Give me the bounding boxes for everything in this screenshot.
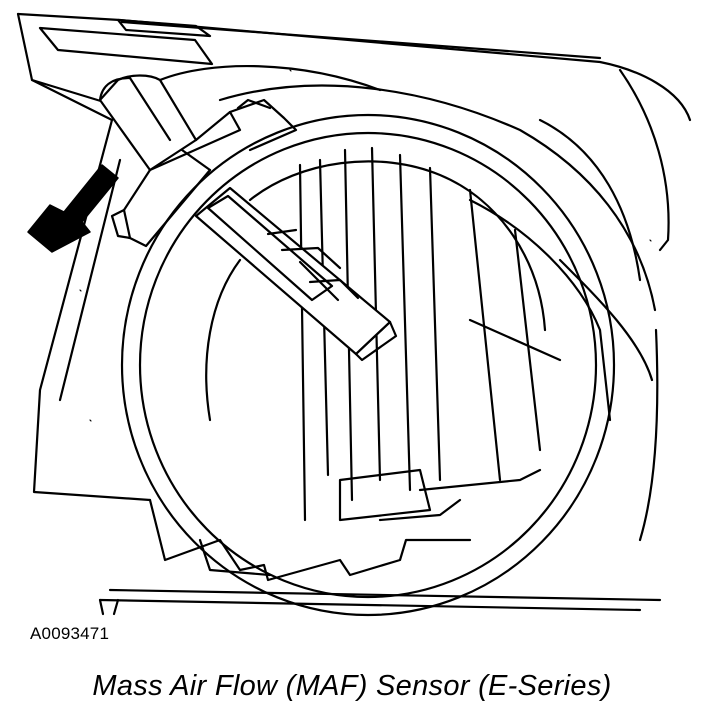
air-cleaner-housing bbox=[18, 14, 690, 540]
figure-id-label: A0093471 bbox=[30, 624, 110, 643]
figure-caption: Mass Air Flow (MAF) Sensor (E-Series) bbox=[92, 670, 612, 702]
maf-sensor-element bbox=[196, 188, 396, 360]
housing-top-slots bbox=[40, 20, 600, 64]
pointer-arrow-icon bbox=[28, 165, 118, 252]
speckles bbox=[80, 70, 651, 421]
inner-flow-tube bbox=[206, 148, 560, 520]
bottom-flange bbox=[100, 500, 660, 614]
maf-sensor-body bbox=[100, 76, 296, 247]
maf-duct-ring bbox=[122, 115, 614, 615]
